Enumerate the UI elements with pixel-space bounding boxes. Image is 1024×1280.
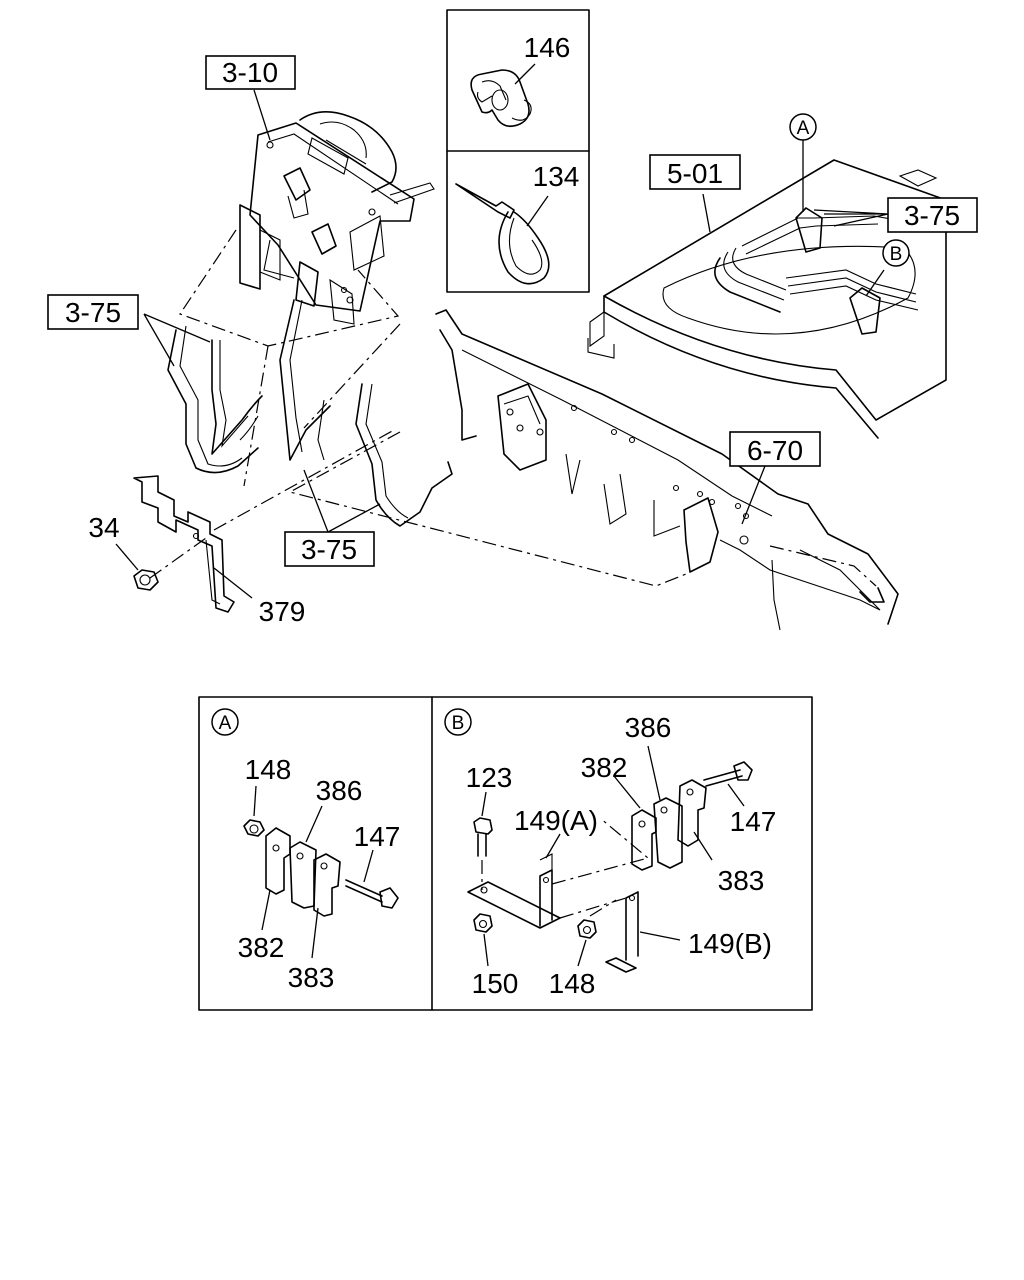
detail-a-382-label: 382	[238, 932, 285, 963]
ref-3-10: 3-10	[222, 57, 278, 88]
detail-panels	[198, 696, 813, 1011]
detail-b-382-label: 382	[581, 752, 628, 783]
detail-b-383-label: 383	[718, 865, 765, 896]
ref-6-70: 6-70	[747, 435, 803, 466]
ref-3-75-right: 3-75	[904, 200, 960, 231]
detail-a-386-label: 386	[316, 775, 363, 806]
detail-b: B	[444, 708, 777, 999]
clip-146-drawing	[470, 69, 532, 128]
callout-a-detail: A	[219, 713, 232, 734]
callout-b-top: B	[890, 244, 903, 265]
detail-b-149a-label: 149(A)	[514, 805, 598, 836]
cable-tie-134-drawing	[455, 183, 550, 285]
harness-segments	[167, 229, 453, 527]
detail-b-149b-label: 149(B)	[688, 928, 772, 959]
part-146-label: 146	[524, 32, 571, 63]
part-379-label: 379	[259, 596, 306, 627]
detail-a-148-label: 148	[245, 754, 292, 785]
ref-3-75-left: 3-75	[65, 297, 121, 328]
callout-b-detail: B	[452, 713, 465, 734]
inset-clip-and-tie: 146 134	[446, 9, 590, 293]
pedal-bracket-assembly	[239, 111, 435, 325]
detail-b-147-label: 147	[730, 806, 777, 837]
ref-3-75-bottom: 3-75	[301, 534, 357, 565]
detail-a-147-label: 147	[354, 821, 401, 852]
detail-b-148-label: 148	[549, 968, 596, 999]
part-134-label: 134	[533, 161, 580, 192]
detail-a-383-label: 383	[288, 962, 335, 993]
detail-a: A 148 386 147 382 383	[211, 708, 401, 993]
cab-floor-assembly	[587, 159, 947, 439]
callout-a-top: A	[797, 118, 810, 139]
detail-b-150-label: 150	[472, 968, 519, 999]
detail-b-386-label: 386	[625, 712, 672, 743]
cross-member-frame	[288, 309, 899, 631]
ref-5-01: 5-01	[667, 158, 723, 189]
detail-b-123-label: 123	[466, 762, 513, 793]
part-34-label: 34	[88, 512, 119, 543]
bracket-379-drawing	[133, 475, 235, 613]
nut-34-drawing	[133, 569, 159, 591]
